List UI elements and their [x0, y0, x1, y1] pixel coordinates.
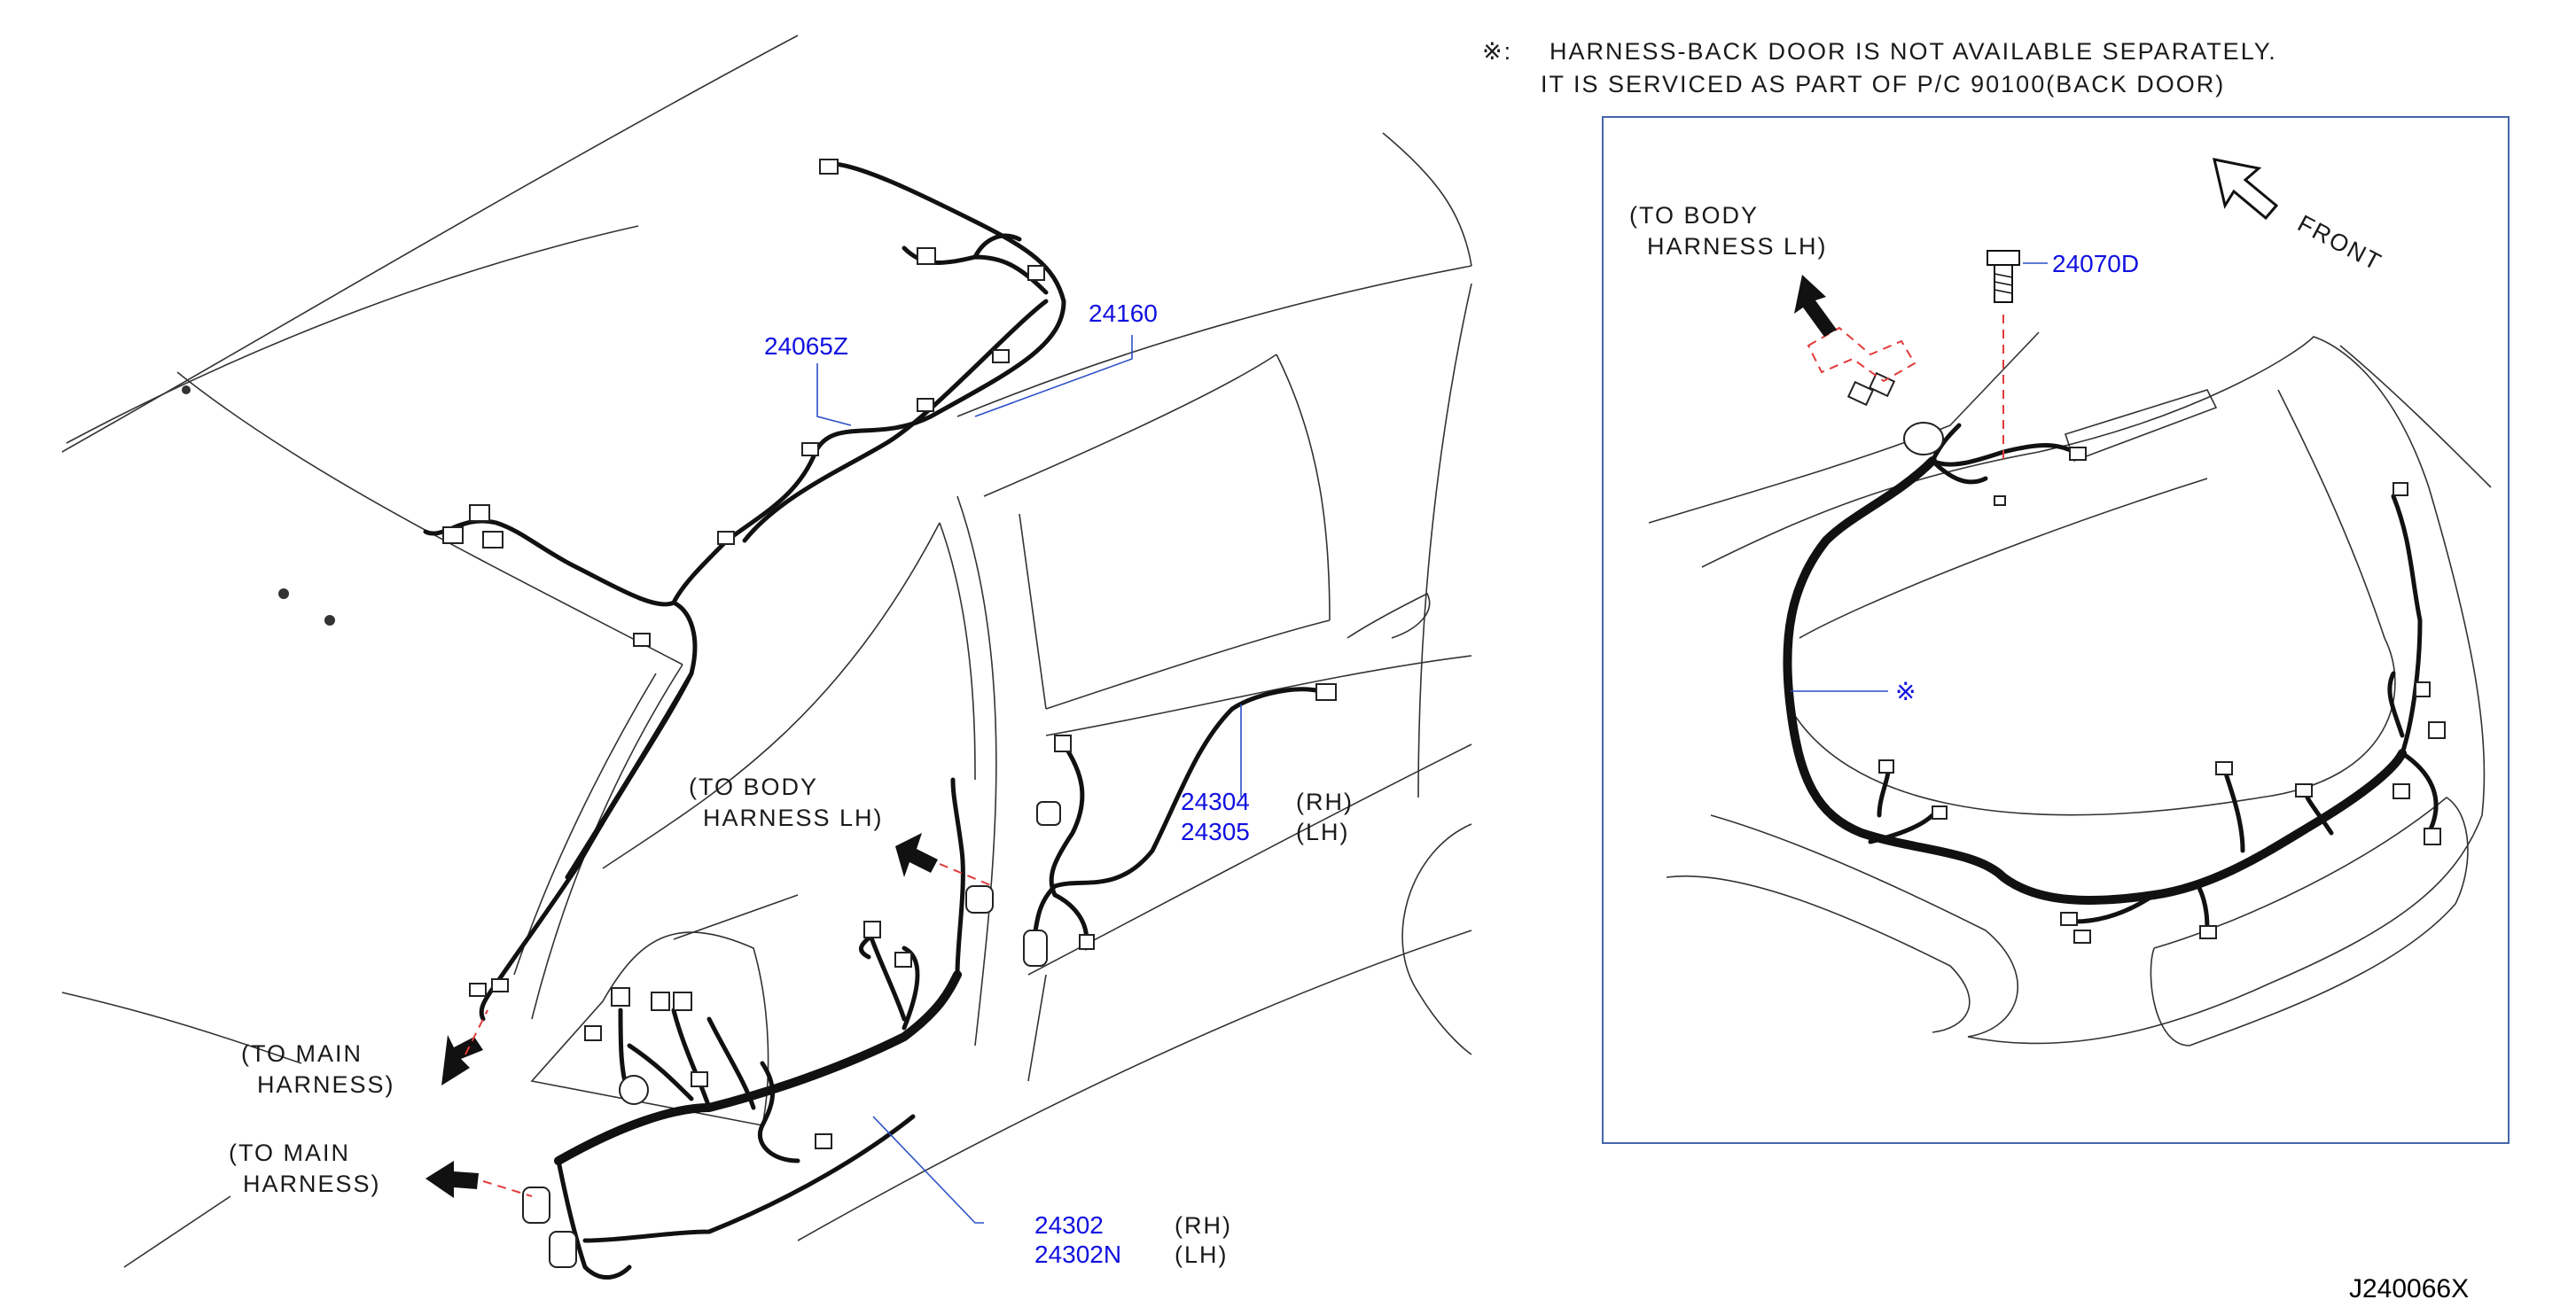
grommet — [619, 1075, 649, 1105]
label-to-main-harness-2a: (TO MAIN — [229, 1140, 350, 1166]
connector — [611, 987, 630, 1007]
connector — [1315, 683, 1337, 701]
connector — [815, 1133, 832, 1149]
bolt-24070D — [1987, 250, 2020, 303]
clip — [278, 588, 289, 599]
connector — [2393, 482, 2408, 496]
clip — [182, 385, 191, 394]
connector — [2060, 912, 2078, 926]
connector — [992, 349, 1010, 363]
label-to-main-harness-1b: HARNESS) — [257, 1071, 395, 1098]
connector — [633, 633, 651, 647]
grommet — [965, 885, 994, 914]
side-rh-24302: (RH) — [1175, 1212, 1232, 1239]
grommet — [1023, 930, 1048, 967]
arrow-to-main-harness-1 — [441, 1035, 483, 1085]
part-number-24302N: 24302N — [1034, 1241, 1121, 1268]
roof-leaders — [816, 335, 1133, 426]
back-door-harness-symbol: ※ — [1895, 678, 1916, 705]
label-to-body-harness-1b: HARNESS LH) — [703, 805, 884, 831]
floor-harness — [522, 777, 994, 1280]
connector — [917, 398, 934, 412]
grommet — [522, 1187, 550, 1224]
connector — [1054, 735, 1072, 752]
connector — [801, 442, 819, 456]
label-to-main-harness-1a: (TO MAIN — [241, 1040, 363, 1067]
connector — [2199, 925, 2217, 939]
connector — [1878, 759, 1894, 774]
connector — [1932, 805, 1948, 820]
roof-harness — [182, 159, 1066, 1022]
connector — [584, 1025, 602, 1041]
connector — [1868, 371, 1896, 398]
side-lh-24302N: (LH) — [1175, 1241, 1229, 1268]
connector — [2415, 681, 2431, 697]
clip — [324, 615, 335, 626]
grommet — [1036, 801, 1061, 826]
arrow-to-main-harness-2 — [425, 1161, 479, 1198]
connector — [1846, 380, 1875, 407]
connector — [2069, 447, 2087, 461]
grommet — [1903, 422, 1944, 455]
part-number-24160: 24160 — [1089, 300, 1158, 327]
front-arrow-icon — [2213, 158, 2279, 221]
connector — [819, 159, 839, 175]
side-lh-24305: (LH) — [1296, 819, 1350, 845]
connector — [1027, 265, 1045, 281]
connector — [691, 1071, 708, 1087]
front-label: FRONT — [2293, 210, 2386, 276]
connector — [469, 983, 487, 997]
label-to-body-harness-1a: (TO BODY — [689, 774, 818, 800]
back-door-inset: FRONT — [1602, 116, 2510, 1144]
connector — [2295, 783, 2313, 798]
connector — [651, 992, 670, 1011]
connector — [2073, 930, 2091, 944]
diagram-reference-id: J240066X — [2349, 1274, 2469, 1303]
side-rh-24304: (RH) — [1296, 789, 1354, 815]
connector — [1079, 934, 1095, 950]
connector — [917, 247, 936, 265]
connector — [491, 978, 509, 992]
connector — [2215, 761, 2233, 775]
part-number-24065Z: 24065Z — [764, 332, 848, 360]
connector — [2428, 721, 2446, 739]
label-to-body-harness-2a: (TO BODY — [1629, 202, 1759, 229]
connector — [717, 531, 735, 545]
connector — [469, 504, 490, 522]
part-number-24302: 24302 — [1034, 1211, 1104, 1239]
arrow-to-body-harness — [895, 833, 938, 877]
grommet — [549, 1231, 577, 1268]
direction-guides-left — [425, 833, 994, 1198]
connector — [1994, 495, 2006, 506]
arrow-to-body-harness-inset — [1794, 275, 1837, 337]
part-number-24305: 24305 — [1181, 818, 1250, 845]
note-line-1: HARNESS-BACK DOOR IS NOT AVAILABLE SEPAR… — [1550, 38, 2277, 65]
part-number-24070D: 24070D — [2052, 250, 2139, 277]
inset-frame — [1602, 116, 2510, 1144]
connector — [2393, 783, 2410, 799]
connector — [482, 531, 503, 549]
connector — [863, 921, 881, 938]
connector — [894, 952, 912, 968]
connector — [442, 526, 464, 544]
part-number-24304: 24304 — [1181, 788, 1250, 815]
label-to-main-harness-2b: HARNESS) — [243, 1171, 381, 1197]
rear-door-harness — [1023, 683, 1337, 967]
note-symbol: ※: — [1482, 38, 1512, 65]
connector — [673, 992, 692, 1011]
connector — [2424, 828, 2441, 845]
note-line-2: IT IS SERVICED AS PART OF P/C 90100(BACK… — [1541, 71, 2225, 97]
label-to-body-harness-2b: HARNESS LH) — [1647, 233, 1828, 260]
